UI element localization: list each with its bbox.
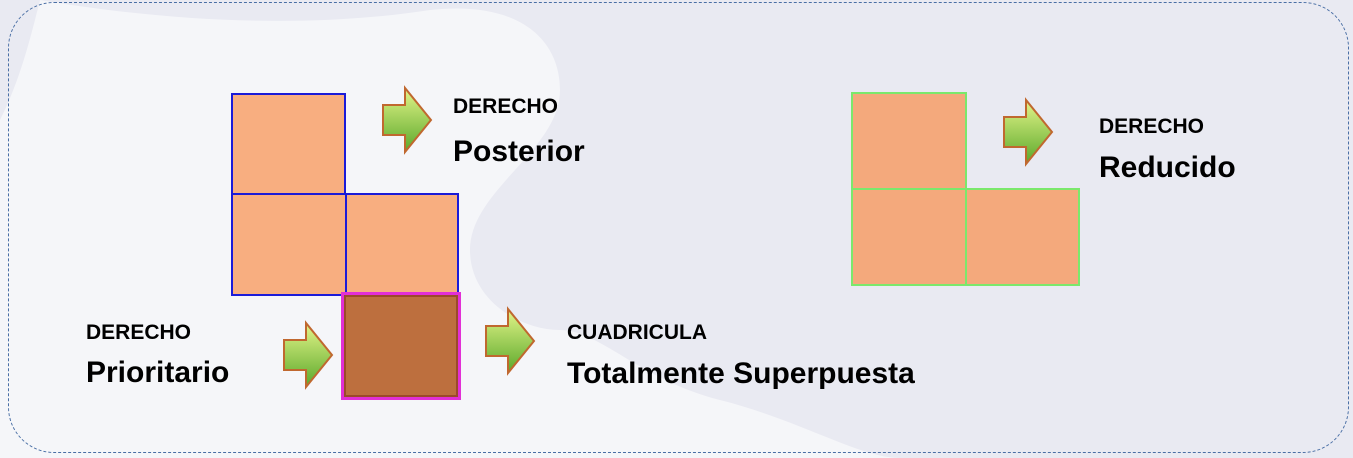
label-prioritario-top: DERECHO [86, 321, 192, 344]
grid-cell-posterior-top [231, 93, 346, 195]
grid-cell-posterior-bottom-left [231, 193, 347, 296]
label-superpuesta-bottom: Totalmente Superpuesta [567, 357, 915, 390]
label-posterior-top: DERECHO [453, 95, 559, 118]
grid-cell-overlap [341, 292, 461, 400]
arrow-icon-reducido [1003, 97, 1054, 167]
label-reducido-top: DERECHO [1099, 115, 1205, 138]
label-posterior-bottom: Posterior [453, 135, 585, 168]
arrow-icon-posterior [382, 85, 433, 155]
grid-cell-posterior-bottom-right [345, 193, 459, 296]
dashed-frame [8, 2, 1349, 453]
label-reducido-bottom: Reducido [1099, 151, 1236, 184]
grid-cell-reducido-top [851, 92, 967, 190]
arrow-icon-prioritario [283, 320, 334, 390]
grid-cell-reducido-bottom-right [965, 188, 1080, 286]
label-prioritario-bottom: Prioritario [86, 356, 230, 389]
arrow-icon-superpuesta [485, 306, 536, 376]
label-superpuesta-top: CUADRICULA [567, 321, 707, 344]
grid-cell-reducido-bottom-left [851, 188, 967, 286]
